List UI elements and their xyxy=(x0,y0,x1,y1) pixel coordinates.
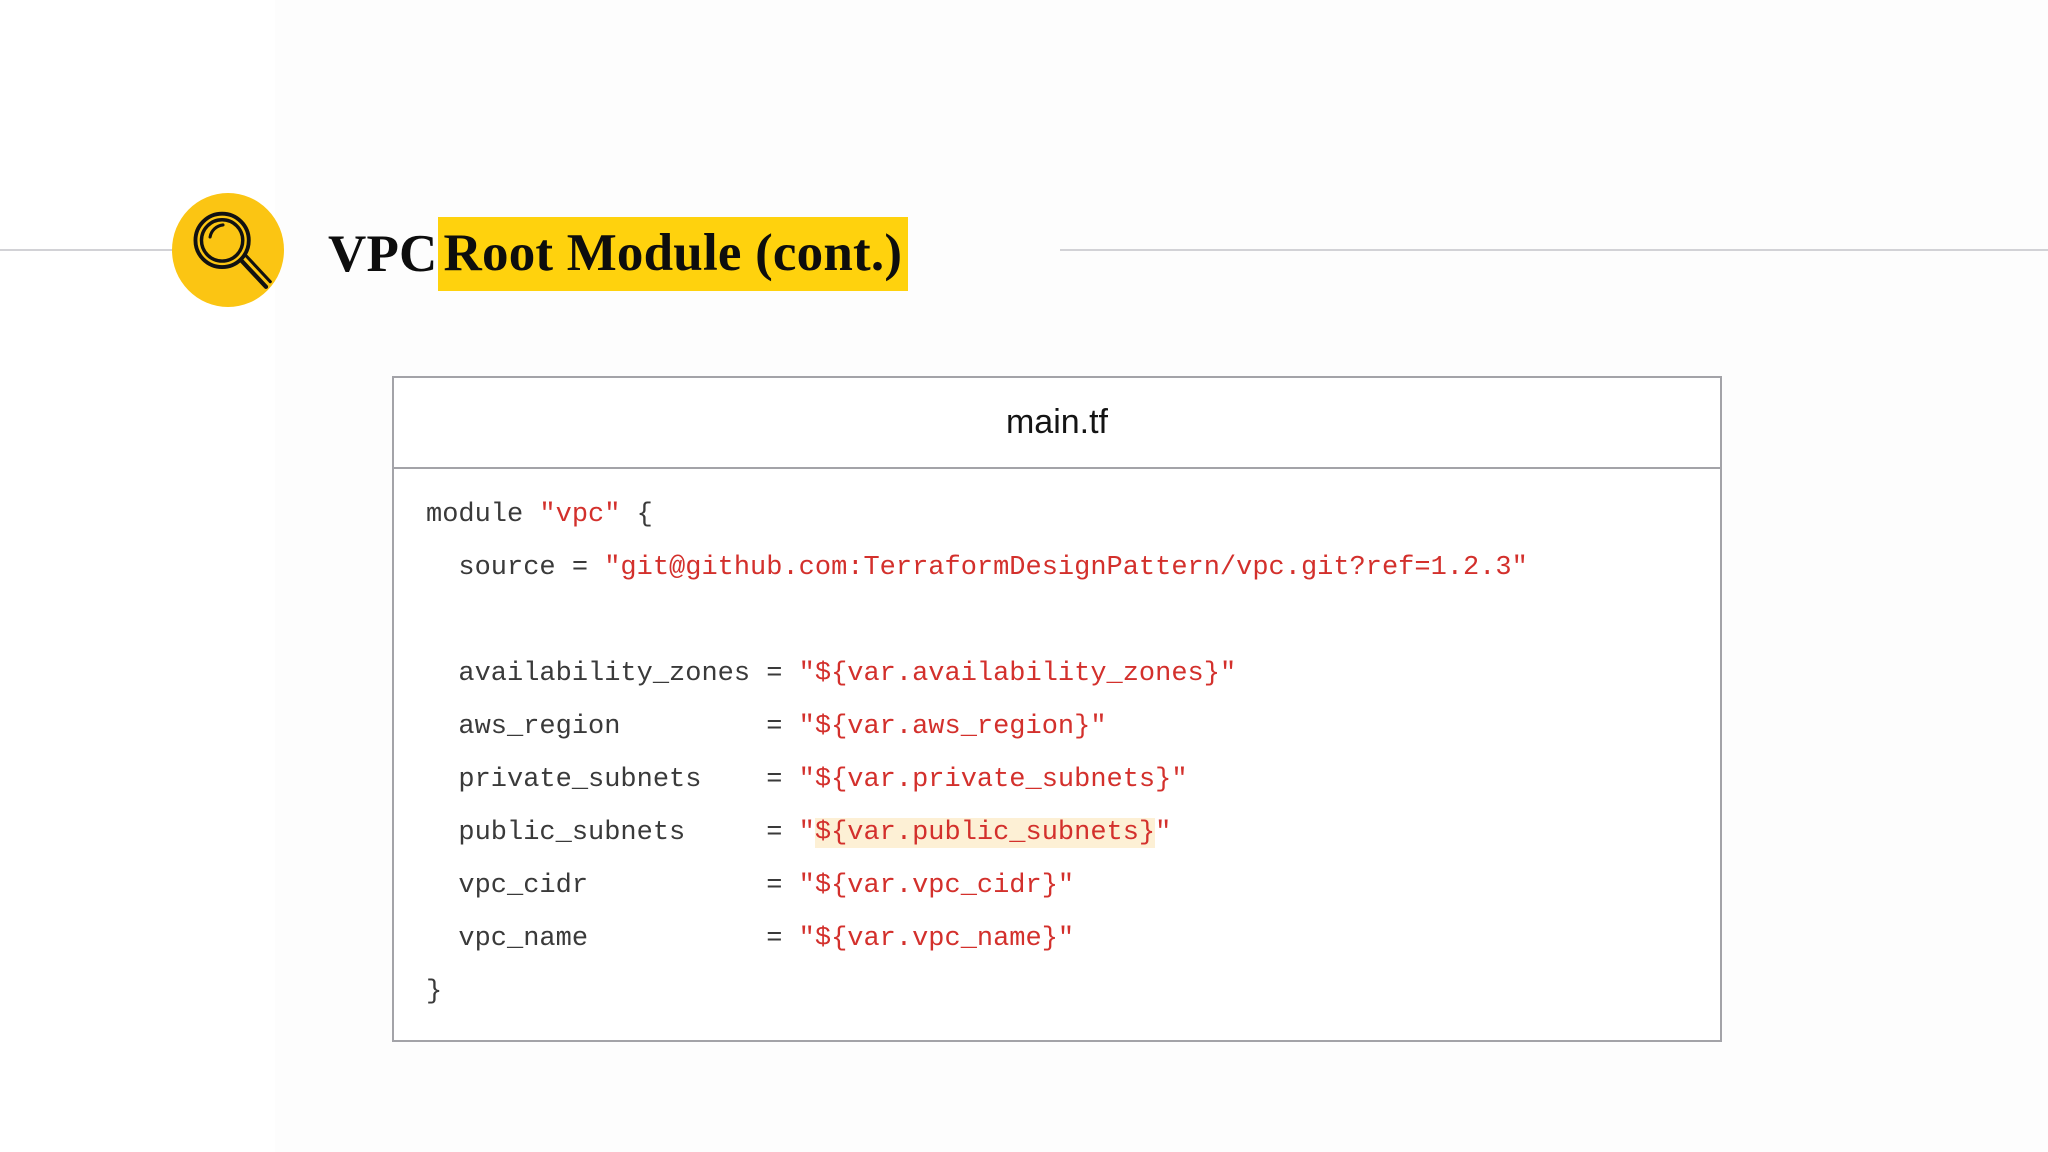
code-token-plain: aws_region = xyxy=(458,712,799,742)
code-token-plain: public_subnets = xyxy=(458,818,799,848)
magnifier-icon xyxy=(193,211,272,289)
code-token-plain: } xyxy=(426,977,443,1007)
code-line: } xyxy=(394,966,1720,1019)
code-indent xyxy=(426,659,458,689)
code-line: public_subnets = "${var.public_subnets}" xyxy=(394,807,1720,860)
code-line: availability_zones = "${var.availability… xyxy=(394,648,1720,701)
code-token-string: " xyxy=(798,818,815,848)
code-line: module "vpc" { xyxy=(394,489,1720,542)
code-indent xyxy=(426,818,458,848)
header-rule-right xyxy=(1060,249,2048,251)
code-card-header: main.tf xyxy=(394,378,1720,469)
title-plain: VPC xyxy=(328,225,438,283)
code-indent xyxy=(426,765,458,795)
code-token-string: "${var.availability_zones}" xyxy=(798,659,1237,689)
code-indent xyxy=(426,871,458,901)
code-indent xyxy=(426,924,458,954)
code-line: vpc_cidr = "${var.vpc_cidr}" xyxy=(394,860,1720,913)
code-token-string: " xyxy=(1155,818,1172,848)
code-token-string: "${var.aws_region}" xyxy=(798,712,1107,742)
code-indent xyxy=(426,553,458,583)
title-highlighted: Root Module (cont.) xyxy=(437,217,909,291)
code-token-string: "git@github.com:TerraformDesignPattern/v… xyxy=(604,553,1528,583)
code-token-string-highlighted: ${var.public_subnets} xyxy=(814,818,1156,848)
code-token-plain: private_subnets = xyxy=(458,765,799,795)
code-card: main.tf module "vpc" { source = "git@git… xyxy=(392,376,1722,1042)
code-line: source = "git@github.com:TerraformDesign… xyxy=(394,542,1720,595)
code-token-string: "${var.vpc_cidr}" xyxy=(798,871,1075,901)
code-line xyxy=(394,595,1720,648)
header-rule-left xyxy=(0,249,205,251)
code-token-string: "vpc" xyxy=(539,500,621,530)
magnifier-icon-badge xyxy=(172,193,284,307)
code-token-plain: vpc_cidr = xyxy=(458,871,799,901)
code-indent xyxy=(426,712,458,742)
code-token-plain: vpc_name = xyxy=(458,924,799,954)
code-line: aws_region = "${var.aws_region}" xyxy=(394,701,1720,754)
code-line: vpc_name = "${var.vpc_name}" xyxy=(394,913,1720,966)
code-token-plain: module xyxy=(426,500,540,530)
code-token-string: "${var.private_subnets}" xyxy=(798,765,1188,795)
code-line: private_subnets = "${var.private_subnets… xyxy=(394,754,1720,807)
code-body: module "vpc" { source = "git@github.com:… xyxy=(394,469,1720,1019)
code-filename: main.tf xyxy=(1005,403,1109,441)
code-token-plain: source = xyxy=(458,553,605,583)
slide-title: VPC Root Module (cont.) xyxy=(328,217,909,291)
code-token-plain: availability_zones = xyxy=(458,659,799,689)
code-token-string: "${var.vpc_name}" xyxy=(798,924,1075,954)
code-token-plain: { xyxy=(620,500,653,530)
